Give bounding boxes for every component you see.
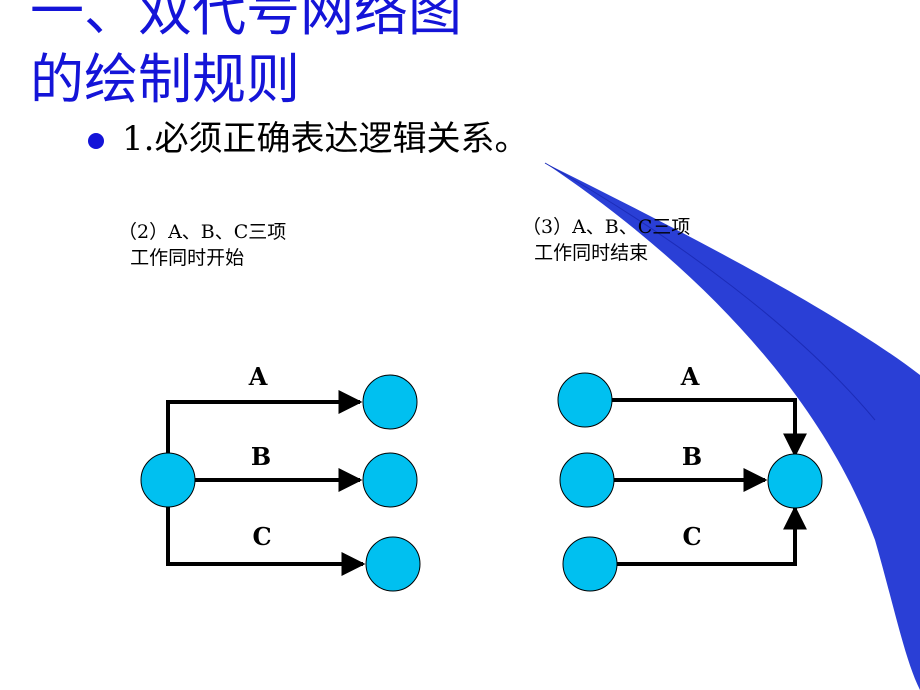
right-caption: （3）A、B、C三项 工作同时结束 (522, 214, 690, 266)
left-caption-line2: 工作同时开始 (118, 247, 245, 269)
slide-title-line2: 的绘制规则 (30, 48, 300, 111)
left-arrow-c (166, 480, 366, 576)
right-end-node (767, 453, 823, 509)
left-diagram: A B C (140, 362, 421, 592)
left-end-node-b (362, 452, 418, 508)
right-arrow-a (610, 398, 807, 458)
right-start-node-c (562, 536, 618, 592)
right-label-b: B (682, 442, 702, 471)
left-start-node (140, 452, 196, 508)
left-caption-line1: （2）A、B、C三项 (118, 221, 287, 243)
right-start-node-b (559, 452, 615, 508)
slide-title-line1: 一、双代号网络图 (30, 0, 462, 43)
right-start-node-a (557, 372, 613, 428)
right-caption-line1: （3）A、B、C三项 (522, 216, 691, 238)
right-label-a: A (680, 362, 700, 391)
swoosh-edge (544, 162, 876, 421)
left-end-node-c (365, 536, 421, 592)
left-end-node-a (362, 374, 418, 430)
right-arrow-c (617, 505, 807, 566)
left-label-c: C (252, 522, 271, 551)
left-caption: （2）A、B、C三项 工作同时开始 (118, 219, 286, 271)
right-caption-line2: 工作同时结束 (522, 242, 649, 264)
bullet-dot-icon (88, 133, 104, 149)
swoosh-shape (545, 163, 920, 690)
right-label-c: C (682, 522, 701, 551)
right-diagram: A B C (557, 362, 823, 592)
left-label-b: B (251, 442, 271, 471)
left-label-a: A (248, 362, 268, 391)
bullet-text: 1.必须正确表达逻辑关系。 (122, 119, 529, 159)
